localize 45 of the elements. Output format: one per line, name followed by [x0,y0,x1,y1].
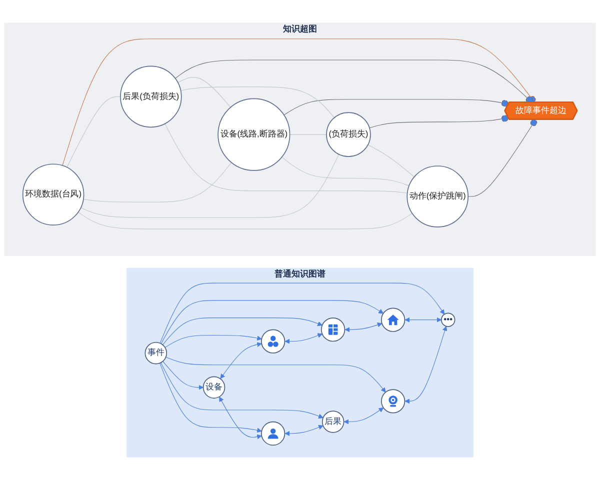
connector [178,77,231,108]
connector [80,154,340,218]
arrow [219,396,262,440]
arrow [162,361,204,390]
node-circle: (负荷损失) [326,112,371,157]
connector [284,99,509,116]
connector [62,38,536,166]
arrow [162,318,322,346]
connector [368,144,415,178]
connector [83,162,232,202]
node-circle: 后果(负荷损失) [120,66,182,128]
node-circle: 设备 [202,376,226,399]
arrow [404,326,448,404]
arrow [160,362,262,433]
node-circle: ••• [440,312,456,327]
node-circle [260,329,286,354]
arrow [284,333,322,344]
connector [164,123,408,194]
node-circle [380,308,406,332]
arrow [166,356,386,392]
connector [66,96,121,168]
connector [282,156,410,186]
arrow [164,334,262,348]
connector [290,134,327,135]
node-circle: 事件 [144,342,168,364]
node-circle: 动作(保护跳闸) [406,166,468,228]
arrow [404,317,442,322]
arrow [344,408,384,424]
connector [369,115,509,128]
node-circle [380,389,406,414]
arrow [220,342,262,379]
node-circle: 设备(线路,断路器) [218,98,290,171]
node-circle [260,421,286,446]
arrow [160,282,445,344]
arrow [284,424,324,436]
connector [78,212,413,230]
node-circle [320,318,346,342]
connector [468,119,538,197]
node-circle: 后果 [322,410,344,433]
connector [180,86,335,118]
arrow [344,322,382,332]
arrow [160,300,384,344]
connector [174,60,533,104]
arrow [160,362,324,419]
node-circle: 环境数据(台风) [22,164,84,226]
